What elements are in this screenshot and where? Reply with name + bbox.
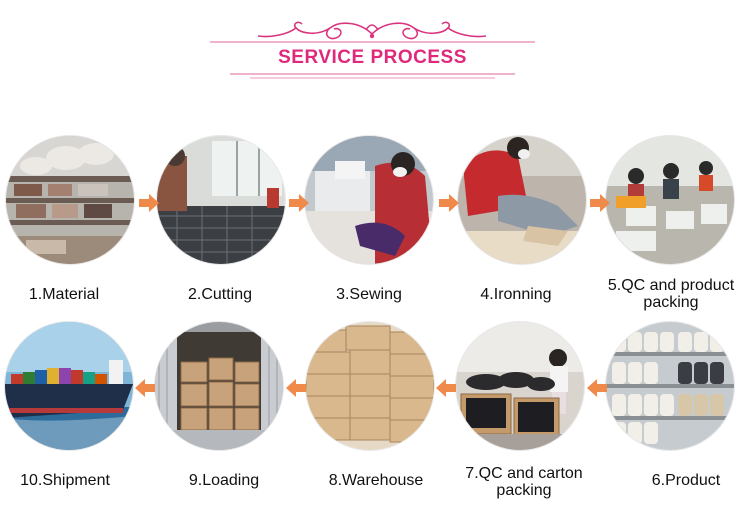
page-title: SERVICE PROCESS <box>278 47 467 68</box>
step-label: 1.Material <box>28 286 100 303</box>
step-label: 10.Shipment <box>20 472 110 489</box>
qc-packing-photo <box>606 136 734 264</box>
step-label: 4.Ironning <box>480 286 552 303</box>
ironing-photo <box>458 136 586 264</box>
cargo-ship-photo <box>5 322 133 450</box>
arrow-right-icon <box>439 194 459 212</box>
cutting-workshop-photo <box>157 136 285 264</box>
sewing-machine-photo <box>305 136 433 264</box>
arrow-left-icon <box>135 379 155 397</box>
arrow-left-icon <box>587 379 607 397</box>
material-warehouse-photo <box>6 136 134 264</box>
step-label: 2.Cutting <box>187 286 253 303</box>
arrow-left-icon <box>286 379 306 397</box>
step-label: 3.Sewing <box>336 286 402 303</box>
step-label: 6.Product <box>651 472 721 489</box>
header: SERVICE PROCESS <box>0 0 745 100</box>
step-label: 8.Warehouse <box>328 472 424 489</box>
container-loading-photo <box>155 322 283 450</box>
carton-packing-photo <box>456 322 584 450</box>
arrow-right-icon <box>590 194 610 212</box>
arrow-right-icon <box>139 194 159 212</box>
warehouse-boxes-photo <box>306 322 434 450</box>
step-label: 9.Loading <box>188 472 260 489</box>
arrow-left-icon <box>436 379 456 397</box>
step-label: 5.QC and product packing <box>607 277 735 311</box>
product-shelves-photo <box>606 322 734 450</box>
step-label: 7.QC and carton packing <box>465 465 583 499</box>
arrow-right-icon <box>289 194 309 212</box>
ornament-flourish-icon <box>210 21 535 79</box>
